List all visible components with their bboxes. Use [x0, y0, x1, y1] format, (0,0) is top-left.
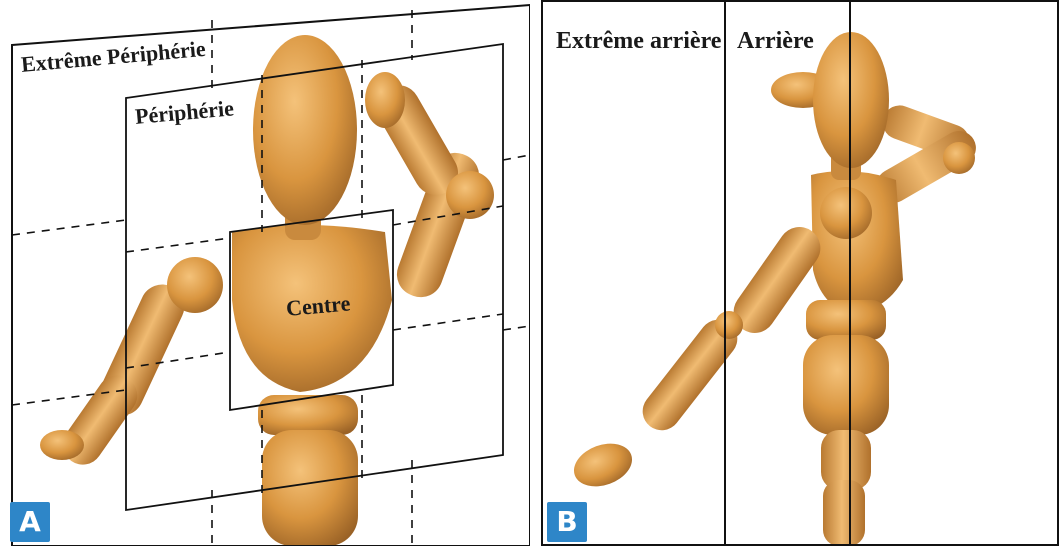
label-arriere: Arrière: [737, 28, 814, 55]
panel-b-illustration: [541, 0, 1059, 546]
mannequin-front: [40, 35, 494, 546]
panel-a: Extrême Périphérie Périphérie Centre A: [0, 0, 530, 546]
label-extreme-arriere: Extrême arrière: [556, 28, 721, 55]
badge-b: B: [547, 502, 587, 542]
badge-a: A: [10, 502, 50, 542]
panel-b: Extrême arrière Arrière B: [541, 0, 1059, 546]
mannequin-side: [568, 32, 982, 546]
panel-a-illustration: [0, 0, 530, 546]
